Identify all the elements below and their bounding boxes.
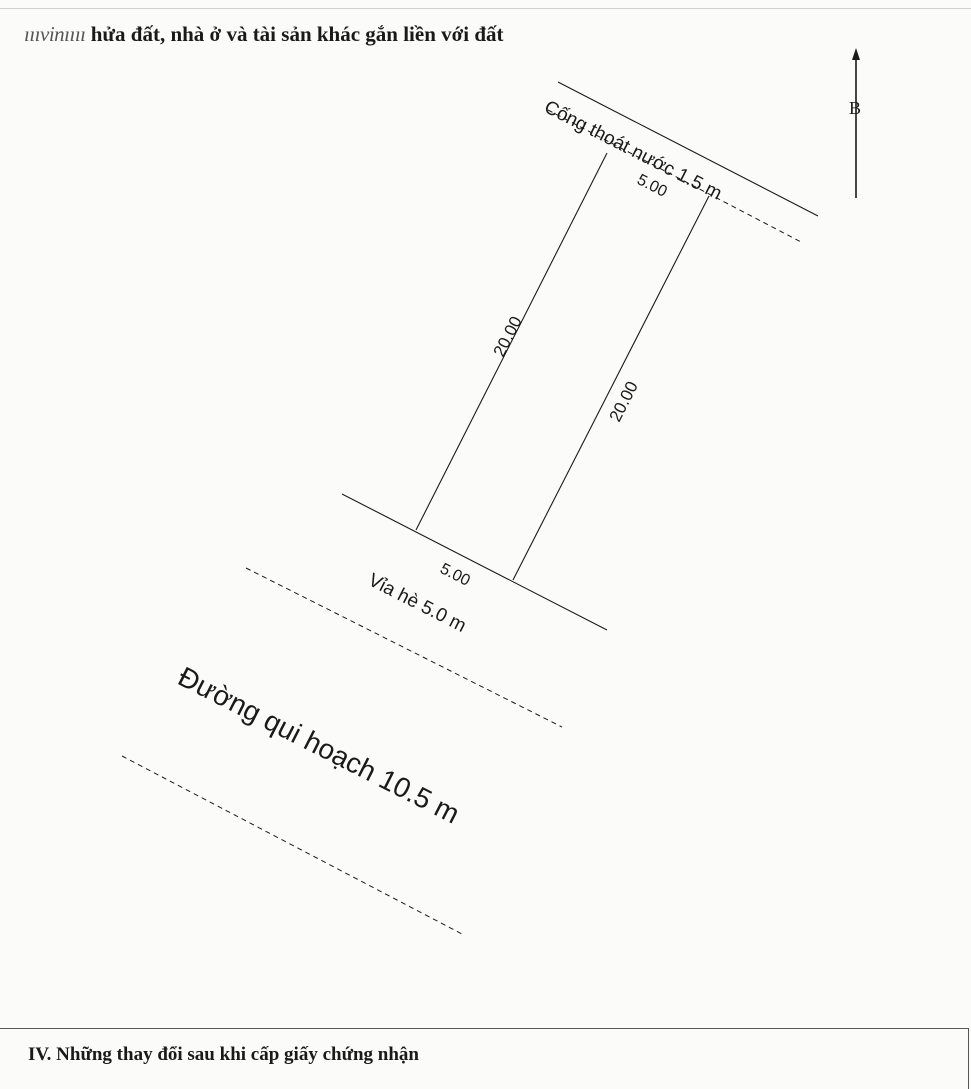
plot-right-boundary: [512, 195, 710, 581]
section-title: IV. Những thay đổi sau khi cấp giấy chứn…: [28, 1044, 419, 1065]
header-title-text: hửa đất, nhà ở và tài sản khác gắn liền …: [85, 22, 504, 46]
section-frame: [0, 1028, 969, 1089]
right-length-label: 20.00: [606, 378, 642, 425]
plot-left-boundary: [415, 152, 608, 531]
north-label: B: [849, 98, 862, 118]
north-arrow-icon: [852, 48, 860, 198]
front-width-label: 5.00: [437, 560, 473, 589]
drainage-dashed-line: [547, 109, 804, 244]
sidewalk-dashed-line: [245, 567, 563, 728]
road-dashed-line: [121, 755, 463, 935]
drainage-line: [557, 81, 819, 217]
plot-front-boundary: [341, 493, 608, 631]
drainage-label: Cống thoát nước 1.5 m: [541, 97, 725, 205]
header-title: ıııvinıııı hửa đất, nhà ở và tài sản khá…: [24, 22, 504, 47]
top-border: [0, 8, 971, 9]
left-length-label: 20.00: [490, 313, 526, 360]
road-label: Đường qui hoạch 10.5 m: [173, 661, 464, 830]
header-faded-prefix: ıııvinıııı: [24, 22, 86, 46]
